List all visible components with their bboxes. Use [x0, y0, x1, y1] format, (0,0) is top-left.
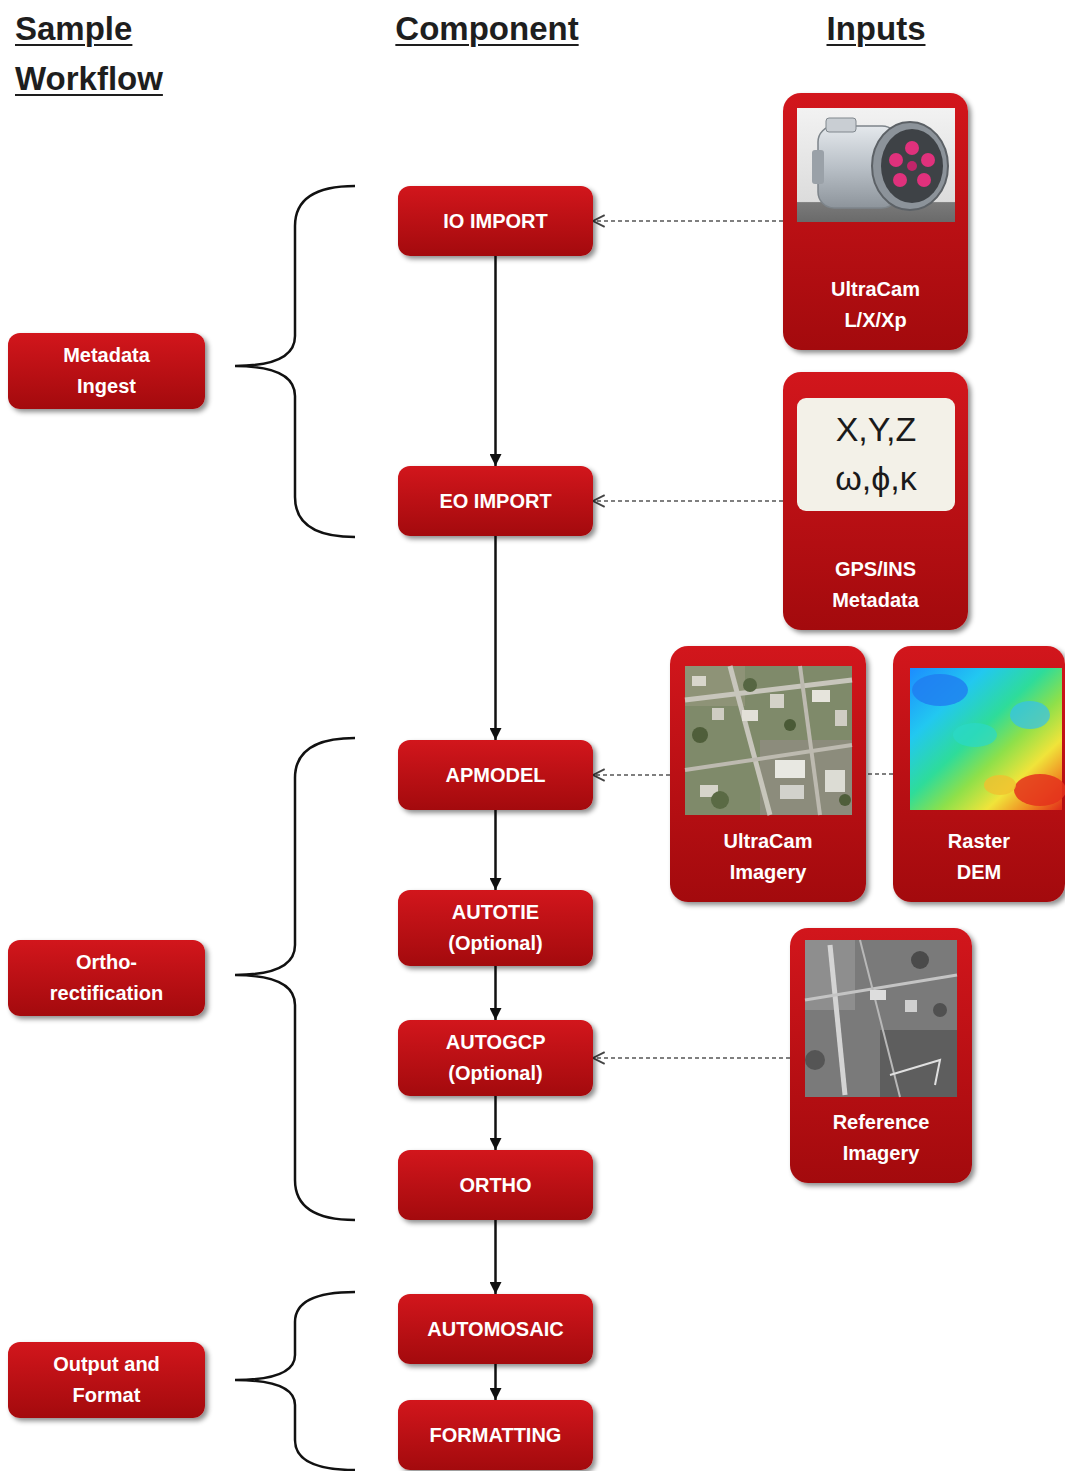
text-block: X,Y,Z ω,ϕ,κ: [835, 405, 916, 504]
process-box: ORTHO: [398, 1150, 593, 1220]
aerial-photo: [685, 666, 852, 815]
reference-photo: [805, 940, 957, 1097]
flow-arrow: [494, 1364, 497, 1400]
box-label: X,Y,Z ω,ϕ,κ: [835, 405, 916, 504]
text-block: UltraCam L/X/Xp: [831, 274, 920, 336]
box-label: AUTOTIE (Optional): [448, 897, 542, 959]
input-link: [866, 773, 893, 775]
box-label: IO IMPORT: [443, 206, 547, 237]
text-block: Output and Format: [41, 1349, 173, 1411]
text-block: AUTOTIE (Optional): [448, 897, 542, 959]
process-box: EO IMPORT: [398, 466, 593, 536]
input-box: Reference Imagery: [790, 928, 972, 1183]
text-block: AUTOGCP (Optional): [446, 1027, 545, 1089]
box-label: ORTHO: [459, 1170, 531, 1201]
text-block: ORTHO: [459, 1170, 531, 1201]
column-heading: Inputs: [827, 4, 926, 54]
text-block: FORMATTING: [430, 1420, 562, 1451]
box-label: EO IMPORT: [439, 486, 551, 517]
box-label: Raster DEM: [948, 826, 1010, 888]
text-block: Reference Imagery: [833, 1107, 930, 1169]
column-heading: Component: [395, 4, 578, 54]
flow-arrow: [494, 536, 497, 740]
input-link: [593, 1057, 790, 1059]
text-block: UltraCam Imagery: [724, 826, 813, 888]
text-block: Raster DEM: [948, 826, 1010, 888]
box-label: UltraCam L/X/Xp: [831, 274, 920, 336]
dem-picture: [910, 668, 1065, 810]
text-block: IO IMPORT: [443, 206, 547, 237]
flow-arrow: [494, 256, 497, 466]
process-box: FORMATTING: [398, 1400, 593, 1470]
text-block: EO IMPORT: [439, 486, 551, 517]
process-box: IO IMPORT: [398, 186, 593, 256]
camera-picture: [797, 108, 955, 222]
box-label: APMODEL: [446, 760, 546, 791]
input-link: [593, 774, 670, 776]
box-label: Reference Imagery: [833, 1107, 930, 1169]
text-block: AUTOMOSAIC: [427, 1314, 563, 1345]
text-block: Ortho- rectification: [50, 947, 163, 1009]
input-link: [593, 220, 783, 222]
flow-arrow: [494, 810, 497, 890]
box-label: Metadata Ingest: [63, 340, 150, 402]
box-label: GPS/INS Metadata: [832, 554, 919, 616]
process-box: AUTOMOSAIC: [398, 1294, 593, 1364]
stage-box: Output and Format: [8, 1342, 205, 1418]
process-box: AUTOGCP (Optional): [398, 1020, 593, 1096]
box-label: Ortho- rectification: [50, 947, 163, 1009]
text-block: GPS/INS Metadata: [832, 554, 919, 616]
text-block: APMODEL: [446, 760, 546, 791]
input-box: Raster DEM: [893, 646, 1065, 902]
box-label: UltraCam Imagery: [724, 826, 813, 888]
group-bracket: [235, 186, 355, 1470]
box-label: Output and Format: [41, 1349, 173, 1411]
input-link: [593, 500, 783, 502]
input-box: GPS/INS Metadata X,Y,Z ω,ϕ,κ: [783, 372, 968, 630]
flow-arrow: [494, 966, 497, 1020]
process-box: APMODEL: [398, 740, 593, 810]
text-block: Metadata Ingest: [63, 340, 150, 402]
box-label: FORMATTING: [430, 1420, 562, 1451]
input-box: UltraCam L/X/Xp: [783, 93, 968, 350]
stage-box: Ortho- rectification: [8, 940, 205, 1016]
stage-box: Metadata Ingest: [8, 333, 205, 409]
flow-arrow: [494, 1220, 497, 1294]
column-heading: Sample Workflow: [15, 4, 163, 104]
input-box: UltraCam Imagery: [670, 646, 866, 902]
process-box: AUTOTIE (Optional): [398, 890, 593, 966]
box-label: AUTOMOSAIC: [427, 1314, 563, 1345]
parameter-box: X,Y,Z ω,ϕ,κ: [797, 398, 955, 511]
flow-arrow: [494, 1096, 497, 1150]
box-label: AUTOGCP (Optional): [446, 1027, 545, 1089]
